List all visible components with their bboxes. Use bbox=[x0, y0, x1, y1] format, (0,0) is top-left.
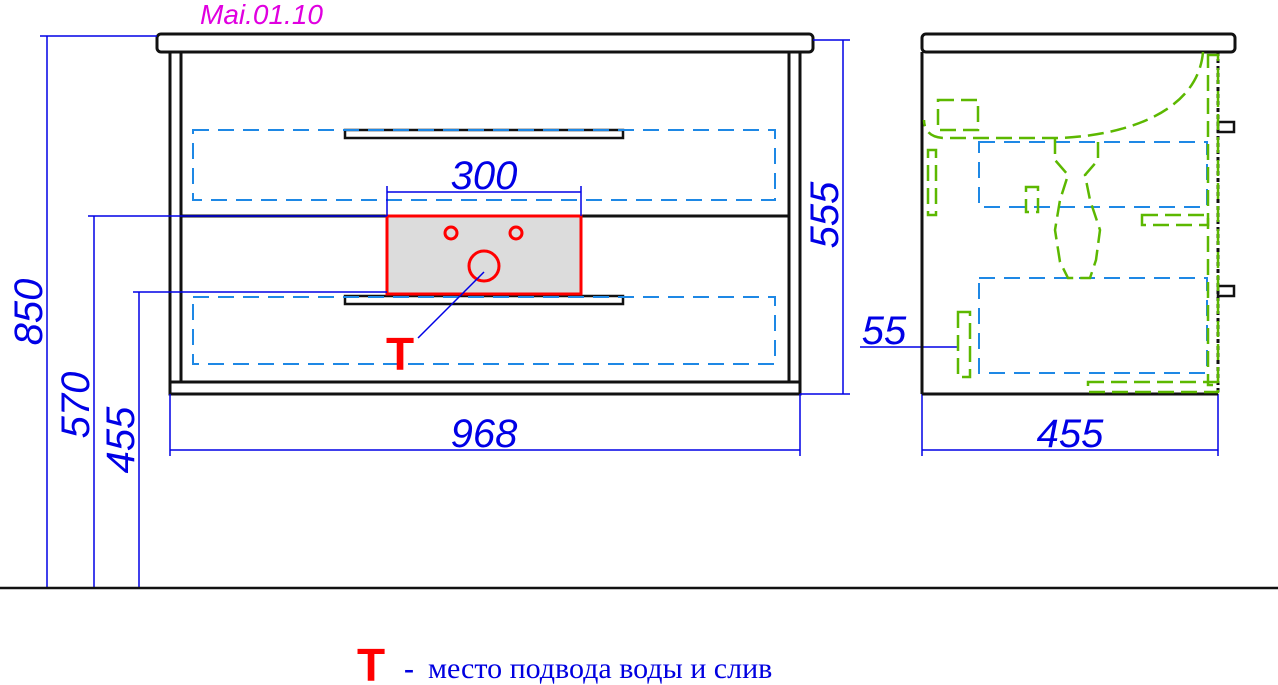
drawer-handle-top bbox=[343, 128, 625, 140]
legend-text: место подвода воды и слив bbox=[428, 652, 772, 685]
dim-depth: 455 bbox=[1037, 412, 1104, 456]
side-view bbox=[920, 32, 1237, 396]
dim-offset: 55 bbox=[862, 309, 907, 353]
drawer-outline-bottom bbox=[192, 296, 776, 365]
dim-total-height: 850 bbox=[7, 279, 51, 346]
water-inlet-hole bbox=[443, 225, 459, 241]
plumbing-opening bbox=[385, 214, 583, 339]
dim-width: 968 bbox=[451, 412, 518, 456]
dim-body-height: 555 bbox=[803, 181, 847, 248]
model-code: Mai.01.10 bbox=[200, 0, 323, 30]
legend-dash: - bbox=[404, 652, 414, 685]
dim-opening: 300 bbox=[451, 154, 518, 198]
marker-t: T bbox=[386, 328, 414, 380]
drawer-outline-top bbox=[192, 129, 776, 201]
washbasin-siphon-outline bbox=[922, 51, 1220, 394]
water-inlet-hole bbox=[508, 225, 524, 241]
cabinet-body bbox=[168, 50, 802, 396]
legend: T - место подвода воды и слив bbox=[357, 639, 772, 685]
countertop bbox=[155, 32, 815, 54]
front-view bbox=[155, 32, 815, 396]
drain-hole bbox=[467, 249, 501, 283]
dim-top-opening: 570 bbox=[54, 372, 98, 439]
legend-marker: T bbox=[357, 639, 385, 685]
dim-bottom-opening: 455 bbox=[99, 406, 143, 473]
dimension-lines bbox=[40, 35, 1219, 588]
